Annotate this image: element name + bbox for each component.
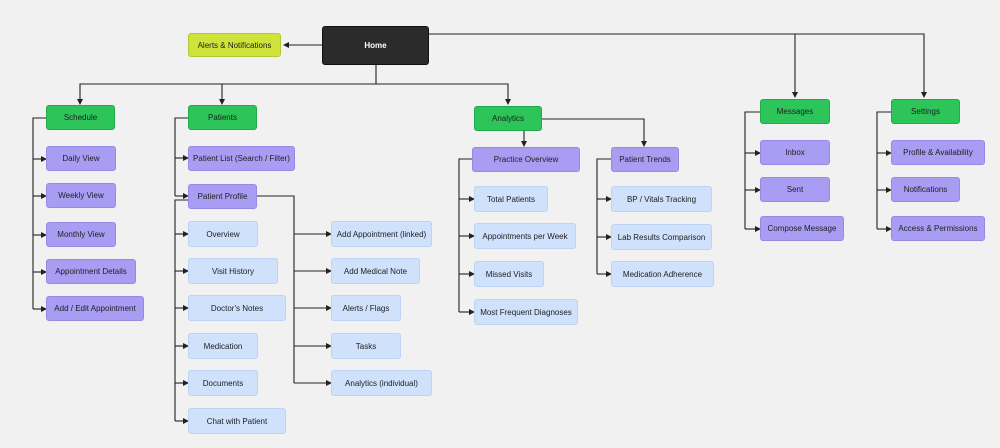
alerts-notifications-node[interactable]: Alerts & Notifications: [188, 33, 281, 57]
link-analytics-trends: [542, 118, 647, 147]
profile-add-appointment-node[interactable]: Add Appointment (linked): [331, 221, 432, 247]
link-profile-right: [257, 195, 295, 383]
profile-chat-node[interactable]: Chat with Patient: [188, 408, 286, 434]
practice-total-patients-node[interactable]: Total Patients: [474, 186, 548, 212]
patient-profile-node[interactable]: Patient Profile: [188, 184, 257, 209]
patient-trends-node[interactable]: Patient Trends: [611, 147, 679, 172]
link-profile-left: [174, 199, 188, 421]
practice-overview-node[interactable]: Practice Overview: [472, 147, 580, 172]
messages-sent-node[interactable]: Sent: [760, 177, 830, 202]
trends-adherence-node[interactable]: Medication Adherence: [611, 261, 714, 287]
profile-visit-history-node[interactable]: Visit History: [188, 258, 278, 284]
add-edit-appointment-node[interactable]: Add / Edit Appointment: [46, 296, 144, 321]
appointment-details-node[interactable]: Appointment Details: [46, 259, 136, 284]
profile-doctors-notes-node[interactable]: Doctor's Notes: [188, 295, 286, 321]
link-messages-children: [744, 111, 760, 229]
analytics-node[interactable]: Analytics: [474, 106, 542, 131]
settings-profile-node[interactable]: Profile & Availability: [891, 140, 985, 165]
messages-compose-node[interactable]: Compose Message: [760, 216, 844, 241]
patient-list-node[interactable]: Patient List (Search / Filter): [188, 146, 295, 171]
link-settings-children: [876, 111, 891, 229]
practice-diagnoses-node[interactable]: Most Frequent Diagnoses: [474, 299, 578, 325]
home-node[interactable]: Home: [322, 26, 429, 65]
patients-node[interactable]: Patients: [188, 105, 257, 130]
trends-lab-node[interactable]: Lab Results Comparison: [611, 224, 712, 250]
daily-view-node[interactable]: Daily View: [46, 146, 116, 171]
practice-missed-visits-node[interactable]: Missed Visits: [474, 261, 544, 287]
settings-access-node[interactable]: Access & Permissions: [891, 216, 985, 241]
profile-analytics-node[interactable]: Analytics (individual): [331, 370, 432, 396]
profile-documents-node[interactable]: Documents: [188, 370, 258, 396]
link-home-analytics: [376, 83, 511, 105]
link-patients-children: [174, 117, 188, 196]
monthly-view-node[interactable]: Monthly View: [46, 222, 116, 247]
profile-medication-node[interactable]: Medication: [188, 333, 258, 359]
settings-notifications-node[interactable]: Notifications: [891, 177, 960, 202]
practice-appointments-node[interactable]: Appointments per Week: [474, 223, 576, 249]
profile-add-note-node[interactable]: Add Medical Note: [331, 258, 420, 284]
link-home-trunk: [77, 65, 377, 105]
messages-node[interactable]: Messages: [760, 99, 830, 124]
link-practice-children: [458, 158, 472, 312]
link-home-settings: [429, 33, 927, 98]
schedule-node[interactable]: Schedule: [46, 105, 115, 130]
profile-overview-node[interactable]: Overview: [188, 221, 258, 247]
profile-alerts-flags-node[interactable]: Alerts / Flags: [331, 295, 401, 321]
link-home-messages: [429, 33, 798, 98]
weekly-view-node[interactable]: Weekly View: [46, 183, 116, 208]
profile-tasks-node[interactable]: Tasks: [331, 333, 401, 359]
link-trends-children: [596, 158, 611, 274]
link-schedule-children: [32, 117, 46, 309]
messages-inbox-node[interactable]: Inbox: [760, 140, 830, 165]
trends-bp-node[interactable]: BP / Vitals Tracking: [611, 186, 712, 212]
settings-node[interactable]: Settings: [891, 99, 960, 124]
